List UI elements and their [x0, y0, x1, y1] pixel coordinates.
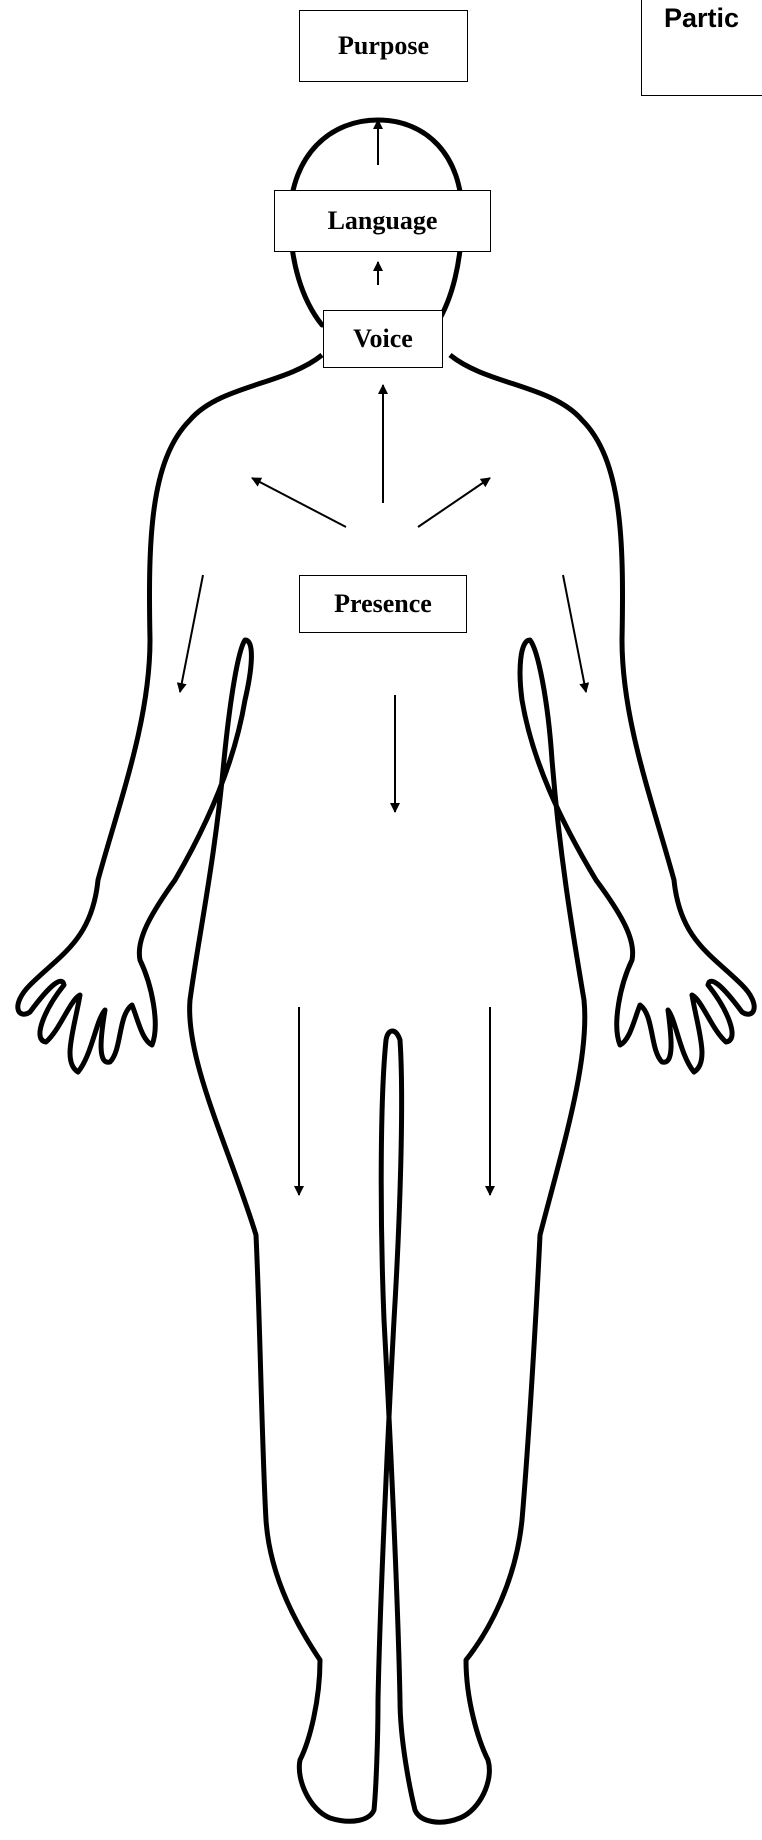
- presence-label: Presence: [299, 575, 467, 633]
- arrow-right-arm: [563, 575, 586, 692]
- corner-box-text: Partic: [664, 3, 739, 34]
- purpose-label: Purpose: [299, 10, 468, 82]
- arrow-upper-right: [418, 478, 490, 527]
- arrow-upper-left: [252, 478, 346, 527]
- voice-label: Voice: [323, 310, 443, 368]
- language-label: Language: [274, 190, 491, 252]
- corner-box: Partic: [641, 0, 762, 96]
- arrow-left-arm: [180, 575, 203, 692]
